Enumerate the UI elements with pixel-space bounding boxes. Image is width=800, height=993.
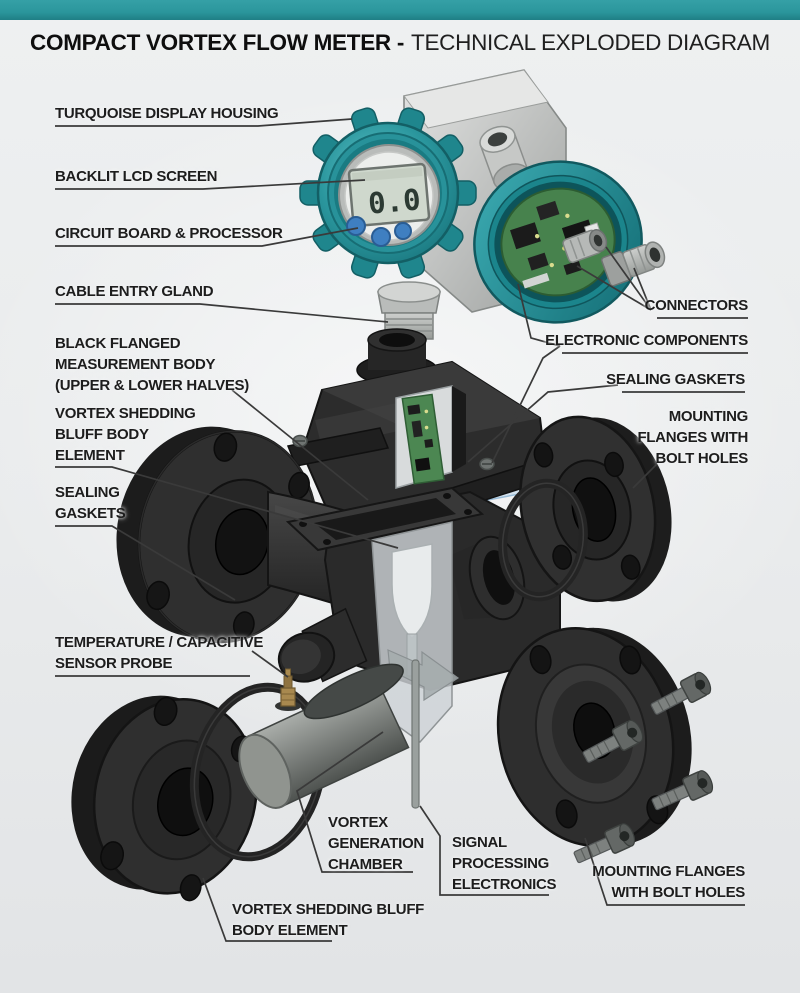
display-housing: 0.0 <box>299 107 477 279</box>
label-black-flanged-body: BLACK FLANGED MEASUREMENT BODY (UPPER & … <box>55 335 249 394</box>
rear-housing-cover <box>473 160 643 324</box>
label-mounting-flanges-top: MOUNTING FLANGES WITH BOLT HOLES <box>637 408 748 467</box>
bluff-body-element <box>238 663 410 809</box>
label-sealing-gaskets-right: SEALING GASKETS <box>606 371 745 388</box>
page-title: COMPACT VORTEX FLOW METER -TECHNICAL EXP… <box>0 30 800 56</box>
label-temp-sensor-probe: TEMPERATURE / CAPACITIVE SENSOR PROBE <box>55 634 264 672</box>
left-mounting-flange <box>116 426 318 644</box>
connector-gland <box>600 241 666 287</box>
label-vortex-generation-chamber: VORTEX GENERATION CHAMBER <box>328 814 424 873</box>
flange-bolt-3 <box>651 770 714 811</box>
leader-lines <box>55 118 748 942</box>
right-mounting-flange <box>519 415 672 603</box>
right-pipe-end <box>448 535 526 621</box>
rim-screw-right <box>479 457 495 471</box>
o-ring-gasket-right <box>498 478 588 602</box>
body-top-rim <box>285 486 485 552</box>
title-product-name: COMPACT VORTEX FLOW METER - <box>30 30 405 55</box>
label-vortex-bluff-bottom: VORTEX SHEDDING BLUFF BODY ELEMENT <box>232 901 425 939</box>
label-circuit-board-processor: CIRCUIT BOARD & PROCESSOR <box>55 225 283 242</box>
label-electronic-components: ELECTRONIC COMPONENTS <box>545 332 748 349</box>
lcd-screen: 0.0 <box>347 162 431 228</box>
label-backlit-lcd-screen: BACKLIT LCD SCREEN <box>55 168 218 185</box>
circuit-board <box>500 187 616 297</box>
lcd-value: 0.0 <box>367 182 422 220</box>
flange-bolt-2 <box>582 719 644 763</box>
signal-probe-rod <box>411 659 420 809</box>
connector-attached <box>562 229 608 264</box>
flange-bolt-4 <box>573 823 636 864</box>
label-sealing-gaskets-left: SEALING GASKETS <box>55 484 126 522</box>
front-port-stub <box>277 607 368 683</box>
header-accent-bar <box>0 0 800 20</box>
upper-body-cutaway <box>395 385 466 489</box>
upper-body-half <box>286 328 555 518</box>
label-signal-processing: SIGNAL PROCESSING ELECTRONICS <box>452 834 557 893</box>
cutaway-pcb <box>401 393 445 485</box>
label-mounting-flanges-bottom: MOUNTING FLANGES WITH BOLT HOLES <box>592 863 745 901</box>
label-turquoise-display-housing: TURQUOISE DISPLAY HOUSING <box>55 105 279 122</box>
bottom-left-flange <box>71 695 258 902</box>
flange-bolt-1 <box>650 671 712 715</box>
title-subtitle: TECHNICAL EXPLODED DIAGRAM <box>411 30 770 55</box>
rim-screw-left <box>292 434 308 448</box>
bottom-right-flange <box>496 627 692 848</box>
label-vortex-bluff-left: VORTEX SHEDDING BLUFF BODY ELEMENT <box>55 405 196 464</box>
label-connectors: CONNECTORS <box>644 297 749 314</box>
menu-buttons <box>346 216 412 247</box>
label-cable-entry-gland: CABLE ENTRY GLAND <box>55 283 214 300</box>
